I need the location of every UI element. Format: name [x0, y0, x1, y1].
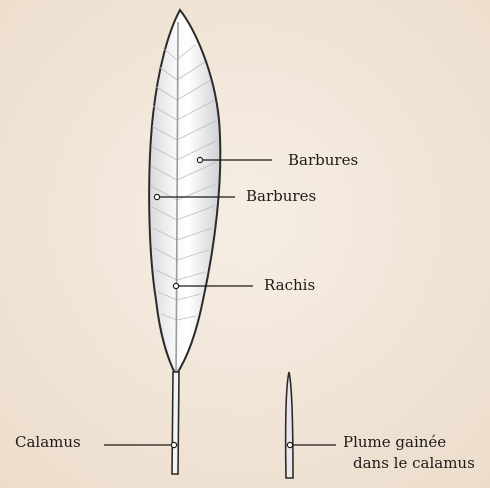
label-calamus: Calamus	[15, 433, 81, 451]
label-barbules-1: Barbures	[288, 151, 358, 169]
dot-barbules-1	[197, 157, 202, 162]
calamus-quill	[172, 372, 179, 474]
dot-sheathed	[287, 442, 292, 447]
label-sheathed-line2: dans le calamus	[353, 454, 475, 472]
dot-calamus	[171, 442, 176, 447]
dot-barbules-2	[154, 194, 159, 199]
dot-rachis	[173, 283, 178, 288]
label-sheathed-line1: Plume gainée	[343, 433, 446, 451]
label-rachis: Rachis	[264, 276, 315, 294]
label-barbules-2: Barbures	[246, 187, 316, 205]
